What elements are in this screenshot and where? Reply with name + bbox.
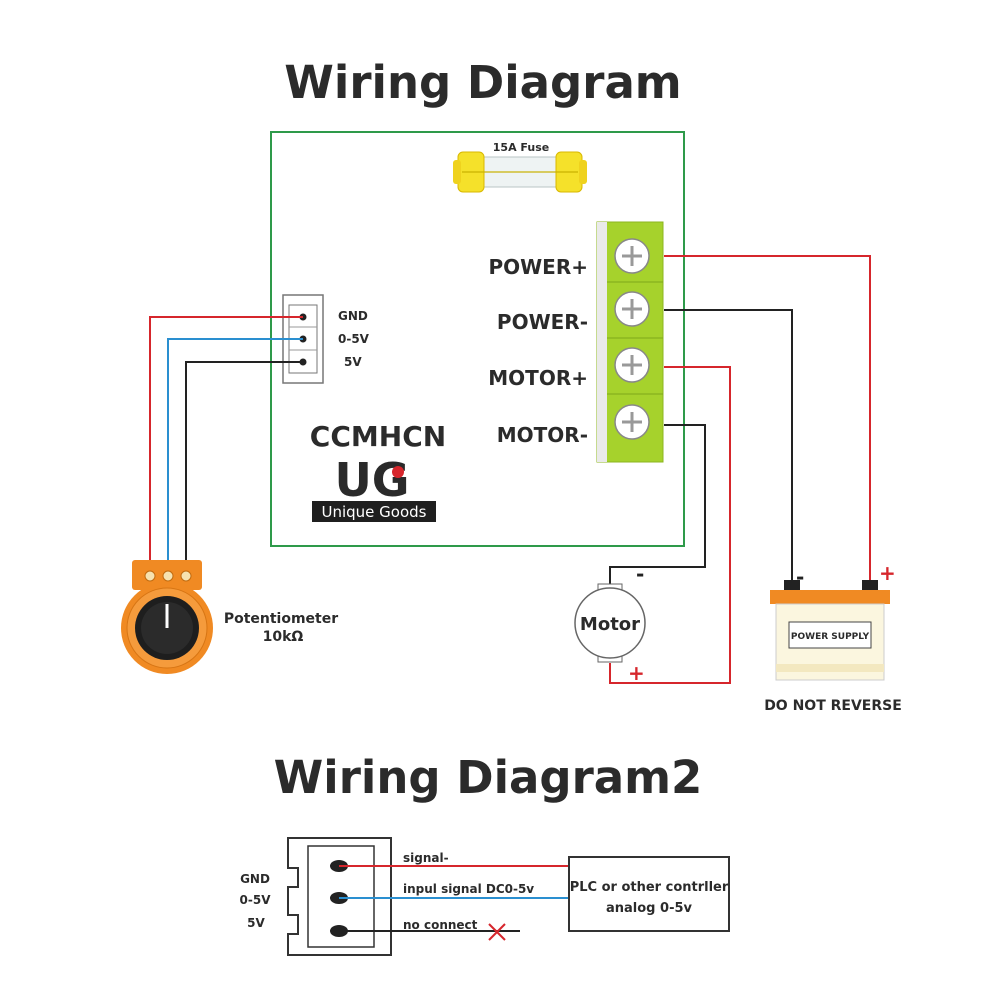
motor-plus-sign: + (628, 661, 645, 685)
motor-wire-positive (609, 366, 731, 684)
wire-label-input-signal: inpul signal DC0-5v (403, 882, 534, 896)
fuse-label: 15A Fuse (493, 141, 549, 154)
brand-name: CCMHCN (310, 420, 446, 453)
diagram2-label-5v: 5V (247, 916, 265, 930)
pot-wire-black (185, 361, 303, 568)
battery-plus-sign: + (879, 561, 896, 585)
unique-goods-logo: UG Unique Goods (312, 453, 436, 522)
motor-label: Motor (580, 614, 640, 635)
terminal-label-power-minus: POWER- (497, 310, 588, 334)
battery-wire-negative (664, 309, 793, 585)
connector-label-gnd: GND (338, 309, 368, 323)
logo-letters: UG (334, 453, 409, 507)
diagram2-connector (287, 837, 392, 956)
potentiometer-value: 10kΩ (263, 629, 304, 645)
diagram2-label-0-5v: 0-5V (240, 893, 272, 907)
terminal-screw-power-minus (614, 291, 650, 327)
wire-label-no-connect: no connect (403, 918, 478, 932)
wire-label-signal-minus: signal- (403, 851, 449, 865)
battery-warning: DO NOT REVERSE (764, 698, 902, 714)
terminal-label-motor-minus: MOTOR- (497, 423, 588, 447)
motor-wire-negative (609, 424, 706, 586)
potentiometer-label: Potentiometer (224, 611, 338, 627)
terminal-label-motor-plus: MOTOR+ (488, 366, 588, 390)
diagram2-label-gnd: GND (240, 872, 270, 886)
pot-wire-blue (167, 338, 303, 568)
plc-controller-box (568, 856, 730, 932)
no-connect-cross-icon (488, 923, 506, 941)
controller-label-line1: PLC or other contrller (570, 880, 729, 895)
diagram2-title: Wiring Diagram2 (274, 751, 703, 804)
controller-label-line2: analog 0-5v (606, 901, 693, 916)
diagram1-title: Wiring Diagram (284, 56, 681, 109)
logo-caption: Unique Goods (322, 503, 427, 521)
battery-wire-positive (664, 255, 871, 585)
terminal-screw-power-plus (614, 238, 650, 274)
motor-minus-sign: - (636, 562, 644, 586)
pot-wire-red (149, 316, 303, 568)
potentiometer (121, 560, 213, 674)
fuse (453, 151, 587, 193)
terminal-screw-motor-minus (614, 404, 650, 440)
battery-label: POWER SUPPLY (791, 632, 870, 642)
connector-label-0-5v: 0-5V (338, 332, 370, 346)
terminal-label-power-plus: POWER+ (488, 255, 588, 279)
battery (770, 580, 890, 681)
battery-minus-sign: - (796, 565, 804, 589)
terminal-screw-motor-plus (614, 347, 650, 383)
connector-label-5v: 5V (344, 355, 362, 369)
motor (574, 583, 646, 663)
logo-red-dot (392, 466, 404, 478)
